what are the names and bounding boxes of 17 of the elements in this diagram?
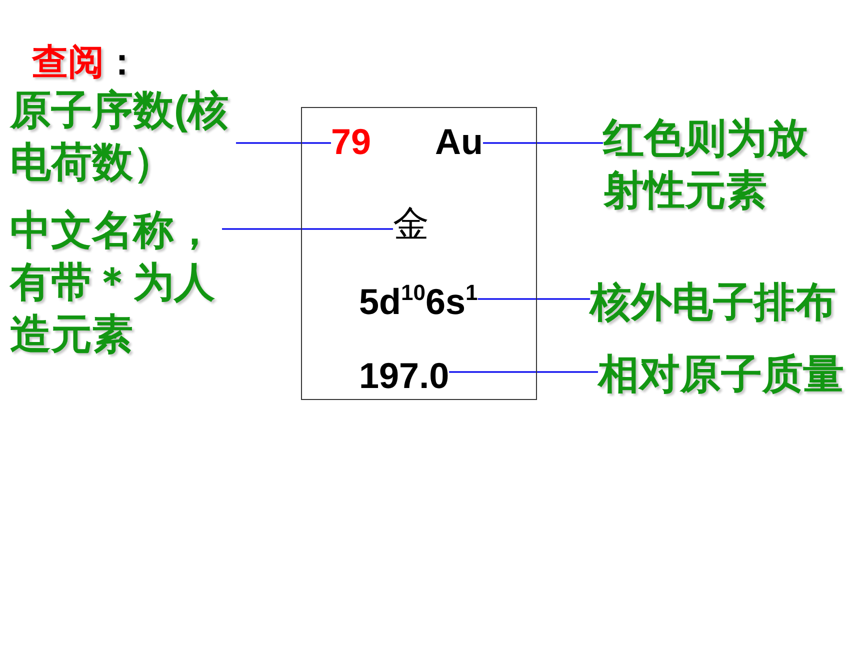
leader-line xyxy=(449,371,598,373)
title: 查阅： xyxy=(32,40,140,84)
element-cell xyxy=(301,107,537,400)
leader-line xyxy=(478,298,590,300)
leader-line xyxy=(222,228,393,230)
electron-configuration: 5d$^{10}$6s$^{1}$ xyxy=(359,282,478,322)
callout-text: 原子序数(核电荷数） xyxy=(10,84,236,188)
atomic-number: 79 xyxy=(331,122,372,162)
callout-text: 红色则为放射性元素 xyxy=(603,112,815,216)
leader-line xyxy=(483,142,603,144)
element-symbol: Au xyxy=(435,122,483,162)
leader-line xyxy=(236,142,331,144)
relative-atomic-mass: 197.0 xyxy=(359,356,450,396)
callout-text: 中文名称，有带＊为人造元素 xyxy=(10,204,222,360)
callout-text: 核外电子排布 xyxy=(590,276,855,328)
callout-text: 相对原子质量 xyxy=(598,348,860,400)
element-name: 金 xyxy=(393,204,429,244)
